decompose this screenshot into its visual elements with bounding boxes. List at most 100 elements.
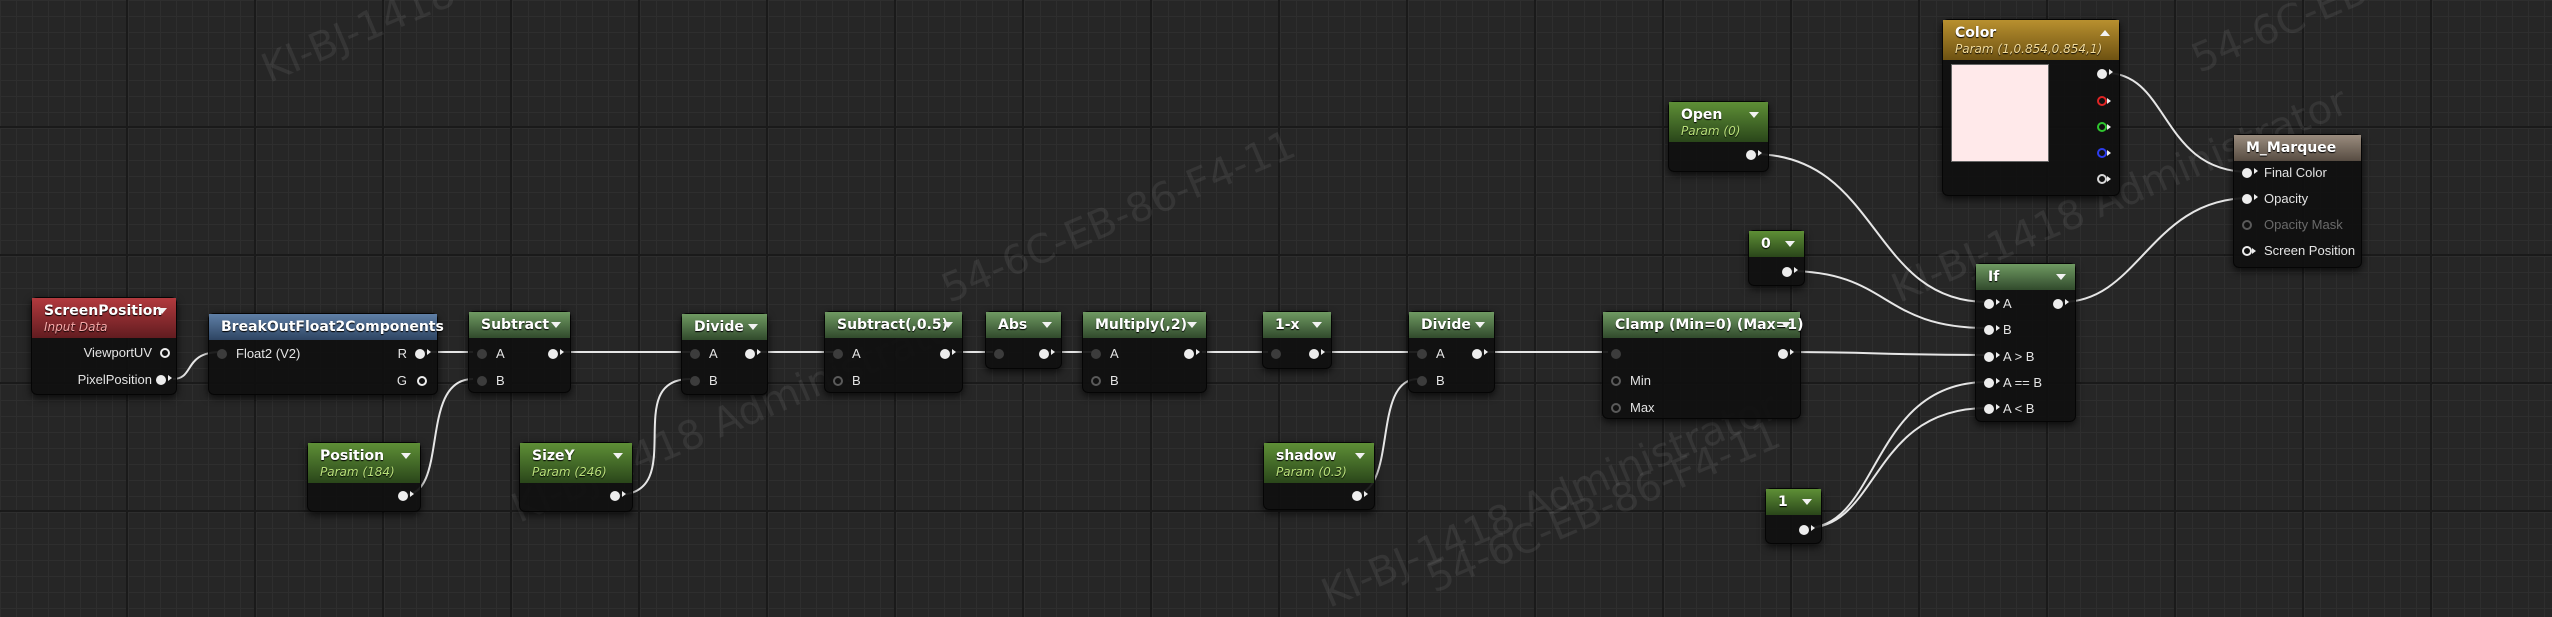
pin-icon[interactable] — [1417, 349, 1427, 359]
constant-zero-node[interactable]: 0 — [1748, 230, 1805, 286]
input-pin-a[interactable]: A — [709, 345, 718, 363]
input-pin-screen-position[interactable]: Screen Position — [2264, 242, 2355, 260]
screen-position-node[interactable]: ScreenPosition Input Data ViewportUV Pix… — [31, 297, 177, 395]
collapse-arrow-icon[interactable] — [1355, 453, 1365, 459]
collapse-arrow-icon[interactable] — [157, 308, 167, 314]
collapse-arrow-icon[interactable] — [1042, 322, 1052, 328]
output-pin-icon[interactable] — [940, 349, 956, 359]
input-pin-a[interactable]: A — [852, 345, 861, 363]
output-pin-a-icon[interactable] — [2097, 174, 2111, 184]
collapse-arrow-icon[interactable] — [401, 453, 411, 459]
subtract-node[interactable]: Subtract A B — [468, 311, 571, 393]
output-pin-icon[interactable] — [548, 349, 564, 359]
pin-icon[interactable] — [1611, 376, 1621, 386]
pin-icon[interactable] — [1984, 378, 2000, 388]
input-pin-max[interactable]: Max — [1630, 399, 1655, 417]
clamp-node[interactable]: Clamp (Min=0) (Max=1) Min Max — [1602, 311, 1804, 419]
pin-icon[interactable] — [1091, 349, 1101, 359]
collapse-arrow-icon[interactable] — [1187, 322, 1197, 328]
output-pin-icon[interactable] — [1472, 349, 1488, 359]
divide-node[interactable]: Divide A B — [1408, 311, 1495, 393]
input-pin-opacity[interactable]: Opacity — [2264, 190, 2308, 208]
pin-icon[interactable] — [477, 349, 487, 359]
break-out-float2-node[interactable]: BreakOutFloat2Components Float2 (V2) R G — [208, 313, 444, 395]
sizey-param-node[interactable]: SizeY Param (246) — [519, 442, 633, 512]
input-pin-b[interactable]: B — [709, 372, 718, 390]
shadow-param-node[interactable]: shadow Param (0.3) — [1263, 442, 1375, 510]
collapse-arrow-icon[interactable] — [1781, 322, 1791, 328]
pin-icon[interactable] — [690, 376, 700, 386]
open-param-node[interactable]: Open Param (0) — [1668, 101, 1769, 172]
collapse-arrow-icon[interactable] — [943, 322, 953, 328]
collapse-arrow-icon[interactable] — [1802, 499, 1812, 505]
input-pin-a[interactable]: A — [496, 345, 505, 363]
pin-icon[interactable] — [690, 349, 700, 359]
input-pin-a[interactable]: A — [2003, 295, 2012, 313]
collapse-arrow-icon[interactable] — [613, 453, 623, 459]
input-pin-final-color[interactable]: Final Color — [2264, 164, 2327, 182]
input-pin-min[interactable]: Min — [1630, 372, 1651, 390]
output-pin-icon[interactable] — [1746, 150, 1762, 160]
collapse-arrow-icon[interactable] — [1312, 322, 1322, 328]
pin-icon[interactable] — [2242, 194, 2258, 204]
output-pin-r[interactable]: R — [398, 345, 407, 363]
pin-icon[interactable] — [1611, 403, 1621, 413]
pin-icon[interactable] — [1984, 352, 2000, 362]
input-pin-a-less-b[interactable]: A < B — [2003, 400, 2034, 418]
input-pin-icon[interactable] — [1271, 349, 1281, 359]
pin-icon[interactable] — [2242, 168, 2258, 178]
pin-icon[interactable] — [1091, 376, 1101, 386]
output-pin-rgb-icon[interactable] — [2097, 69, 2113, 79]
collapse-arrow-icon[interactable] — [551, 322, 561, 328]
output-pin-g-icon[interactable] — [2097, 122, 2111, 132]
output-pin-icon[interactable] — [1799, 525, 1815, 535]
pin-icon[interactable] — [1984, 299, 2000, 309]
collapse-arrow-icon[interactable] — [1475, 322, 1485, 328]
input-pin-a-equals-b[interactable]: A == B — [2003, 374, 2042, 392]
output-pin-icon[interactable] — [610, 491, 626, 501]
multiply-node[interactable]: Multiply(,2) A B — [1082, 311, 1207, 393]
input-pin-float2[interactable]: Float2 (V2) — [236, 345, 300, 363]
input-pin-a-greater-b[interactable]: A > B — [2003, 348, 2034, 366]
pin-icon[interactable] — [1417, 376, 1427, 386]
collapse-arrow-icon[interactable] — [2056, 274, 2066, 280]
if-node[interactable]: If A B A > B A == B A < B — [1975, 263, 2076, 422]
input-pin-a[interactable]: A — [1110, 345, 1119, 363]
output-pin-pixelposition[interactable]: PixelPosition — [78, 371, 152, 389]
collapse-arrow-icon[interactable] — [1749, 112, 1759, 118]
output-pin-icon[interactable] — [1352, 491, 1368, 501]
output-pin-icon[interactable] — [1782, 267, 1798, 277]
pin-icon[interactable] — [833, 349, 843, 359]
output-pin-b-icon[interactable] — [2097, 148, 2111, 158]
input-pin-a[interactable]: A — [1436, 345, 1445, 363]
input-pin-b[interactable]: B — [852, 372, 861, 390]
input-pin-icon[interactable] — [1611, 349, 1621, 359]
pin-icon[interactable] — [1984, 325, 2000, 335]
input-pin-opacity-mask[interactable]: Opacity Mask — [2264, 216, 2343, 234]
output-pin-viewportuv[interactable]: ViewportUV — [84, 344, 152, 362]
pin-icon[interactable] — [156, 375, 172, 385]
output-pin-icon[interactable] — [398, 491, 414, 501]
input-pin-icon[interactable] — [994, 349, 1004, 359]
abs-node[interactable]: Abs — [985, 311, 1062, 369]
pin-icon[interactable] — [833, 376, 843, 386]
output-pin-icon[interactable] — [1309, 349, 1325, 359]
output-pin-r-icon[interactable] — [2097, 96, 2111, 106]
pin-icon[interactable] — [1984, 404, 2000, 414]
pin-icon[interactable] — [417, 376, 427, 386]
pin-icon[interactable] — [415, 349, 431, 359]
pin-icon[interactable] — [217, 349, 227, 359]
output-pin-icon[interactable] — [1778, 349, 1794, 359]
subtract-half-node[interactable]: Subtract(,0.5) A B — [824, 311, 963, 393]
pin-icon[interactable] — [477, 376, 487, 386]
output-pin-icon[interactable] — [2053, 299, 2069, 309]
input-pin-b[interactable]: B — [2003, 321, 2012, 339]
output-pin-icon[interactable] — [1184, 349, 1200, 359]
one-minus-node[interactable]: 1-x — [1262, 311, 1332, 369]
collapse-arrow-icon[interactable] — [748, 324, 758, 330]
position-param-node[interactable]: Position Param (184) — [307, 442, 421, 512]
output-pin-icon[interactable] — [745, 349, 761, 359]
output-pin-icon[interactable] — [1039, 349, 1055, 359]
output-pin-g[interactable]: G — [397, 372, 407, 390]
collapse-arrow-icon[interactable] — [1785, 241, 1795, 247]
